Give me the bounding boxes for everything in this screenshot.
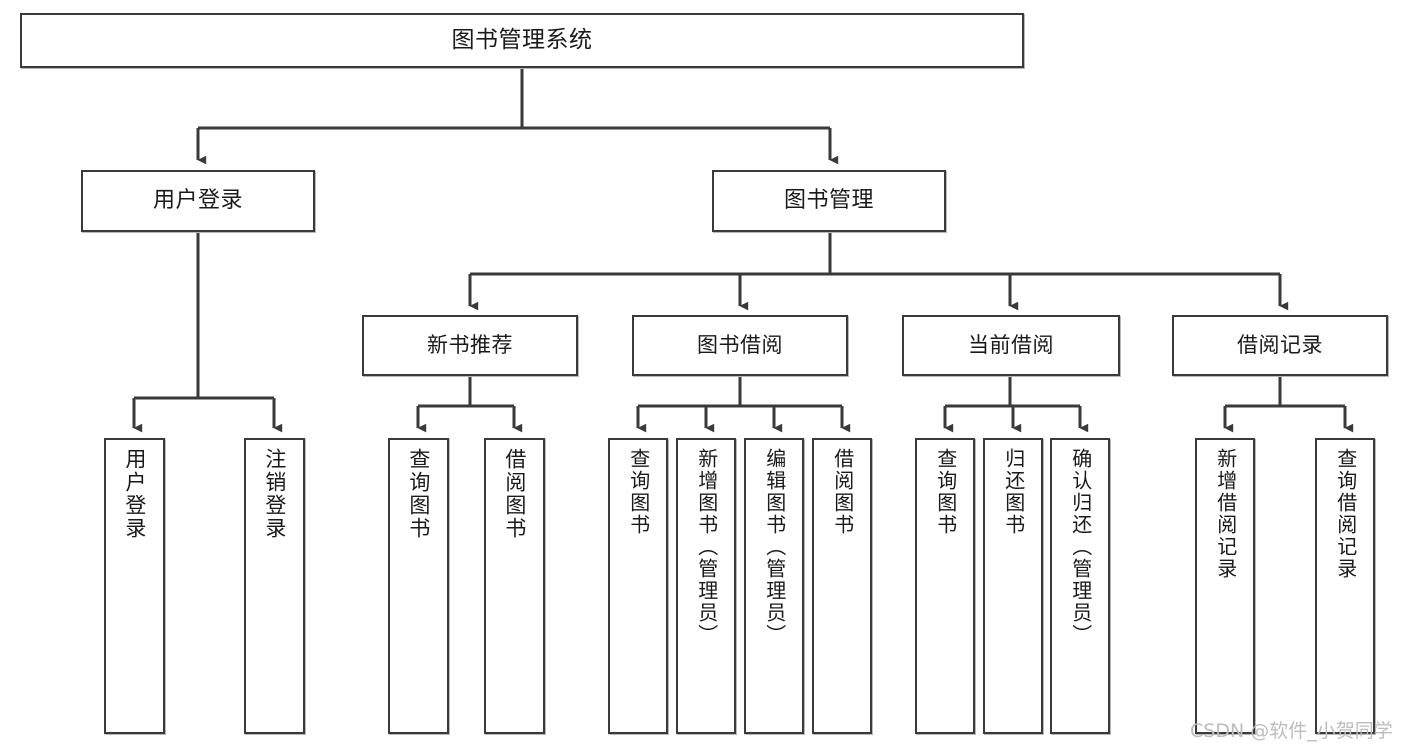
leaf-query-book-cur[interactable]: 查询图书 — [915, 438, 975, 734]
node-book-borrow[interactable]: 图书借阅 — [632, 315, 848, 376]
node-current-borrow[interactable]: 当前借阅 — [902, 315, 1120, 376]
node-book-manage-label: 图书管理 — [783, 187, 874, 213]
leaf-add-book[interactable]: 新增图书（管理员） — [676, 438, 736, 734]
leaf-query-record[interactable]: 查询借阅记录 — [1315, 438, 1375, 734]
leaf-user-login-label: 用户登录 — [122, 448, 147, 540]
node-new-book-rec[interactable]: 新书推荐 — [362, 315, 578, 376]
leaf-return-book[interactable]: 归还图书 — [983, 438, 1043, 734]
leaf-borrow-book[interactable]: 借阅图书 — [812, 438, 872, 734]
leaf-add-record[interactable]: 新增借阅记录 — [1195, 438, 1255, 734]
leaf-edit-book[interactable]: 编辑图书（管理员） — [744, 438, 804, 734]
csdn-watermark: CSDN @软件_小贺同学 — [1190, 720, 1393, 742]
leaf-borrow-book-label: 借阅图书 — [830, 448, 855, 536]
node-user-login-label: 用户登录 — [152, 187, 243, 213]
leaf-logout[interactable]: 注销登录 — [244, 438, 305, 734]
leaf-confirm-return[interactable]: 确认归还（管理员） — [1050, 438, 1110, 734]
leaf-add-book-label: 新增图书（管理员） — [694, 448, 719, 646]
leaf-query-book-borrow[interactable]: 查询图书 — [608, 438, 668, 734]
node-borrow-record-label: 借阅记录 — [1237, 332, 1323, 357]
node-borrow-record[interactable]: 借阅记录 — [1172, 315, 1388, 376]
leaf-add-record-label: 新增借阅记录 — [1213, 448, 1238, 580]
node-root-label: 图书管理系统 — [451, 26, 593, 53]
node-book-borrow-label: 图书借阅 — [697, 332, 783, 357]
leaf-query-record-label: 查询借阅记录 — [1333, 448, 1358, 580]
leaf-query-book-rec-label: 查询图书 — [406, 448, 431, 540]
node-root[interactable]: 图书管理系统 — [20, 13, 1024, 68]
leaf-query-book-rec[interactable]: 查询图书 — [388, 438, 449, 734]
leaf-confirm-return-label: 确认归还（管理员） — [1068, 448, 1093, 646]
node-current-borrow-label: 当前借阅 — [968, 332, 1054, 357]
leaf-user-login[interactable]: 用户登录 — [104, 438, 165, 734]
node-book-manage[interactable]: 图书管理 — [712, 170, 946, 232]
leaf-logout-label: 注销登录 — [262, 448, 287, 540]
leaf-return-book-label: 归还图书 — [1001, 448, 1026, 536]
leaf-query-book-borrow-label: 查询图书 — [626, 448, 651, 536]
leaf-borrow-book-rec-label: 借阅图书 — [502, 448, 527, 540]
node-user-login[interactable]: 用户登录 — [81, 170, 315, 232]
leaf-edit-book-label: 编辑图书（管理员） — [762, 448, 787, 646]
leaf-query-book-cur-label: 查询图书 — [933, 448, 958, 536]
leaf-borrow-book-rec[interactable]: 借阅图书 — [484, 438, 545, 734]
node-new-book-rec-label: 新书推荐 — [427, 332, 513, 357]
